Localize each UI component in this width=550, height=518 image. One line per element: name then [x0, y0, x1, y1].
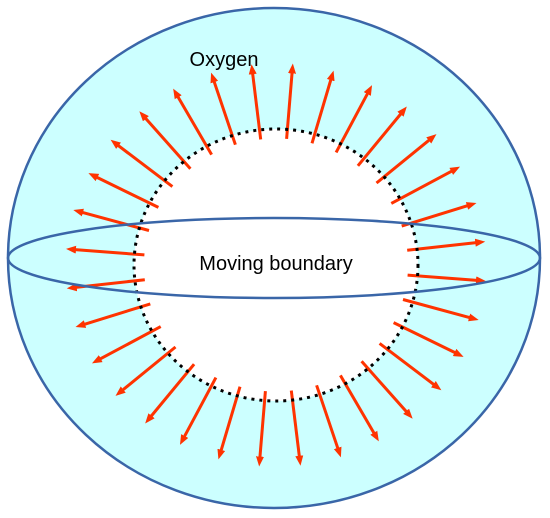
flux-arrow — [392, 321, 464, 357]
flux-arrow — [217, 386, 242, 460]
flux-arrow — [339, 374, 379, 442]
flux-arrow — [402, 298, 479, 322]
flux-arrow — [255, 390, 267, 467]
flux-arrow — [285, 63, 297, 140]
flux-arrow — [315, 384, 342, 458]
flux-arrow — [390, 166, 461, 205]
flux-arrow — [407, 238, 486, 252]
flux-arrow — [179, 376, 218, 445]
equator-ellipse — [6, 216, 542, 300]
moving-boundary-label: Moving boundary — [199, 253, 352, 275]
flux-arrow — [73, 208, 150, 232]
flux-arrow — [66, 245, 145, 257]
flux-arrow — [289, 390, 304, 466]
flux-arrow — [360, 360, 413, 419]
moving-boundary-circle — [132, 127, 420, 403]
flux-arrow — [248, 64, 263, 140]
flux-arrow — [145, 363, 196, 424]
flux-arrow — [310, 70, 335, 144]
flux-arrow — [210, 72, 237, 146]
flux-arrow — [334, 85, 373, 154]
flux-arrows — [66, 63, 486, 467]
oxygen-label: Oxygen — [190, 49, 259, 71]
flux-arrow — [173, 88, 213, 156]
flux-arrow — [91, 325, 162, 364]
flux-arrow — [75, 302, 151, 328]
inner-region — [134, 129, 418, 401]
flux-arrow — [378, 342, 442, 391]
flux-arrow — [88, 173, 160, 209]
flux-arrow — [375, 134, 437, 185]
flux-arrow — [356, 106, 407, 167]
flux-arrow — [115, 345, 177, 396]
flux-arrow — [110, 139, 174, 188]
flux-arrow — [139, 111, 192, 170]
flux-arrow — [407, 273, 486, 285]
